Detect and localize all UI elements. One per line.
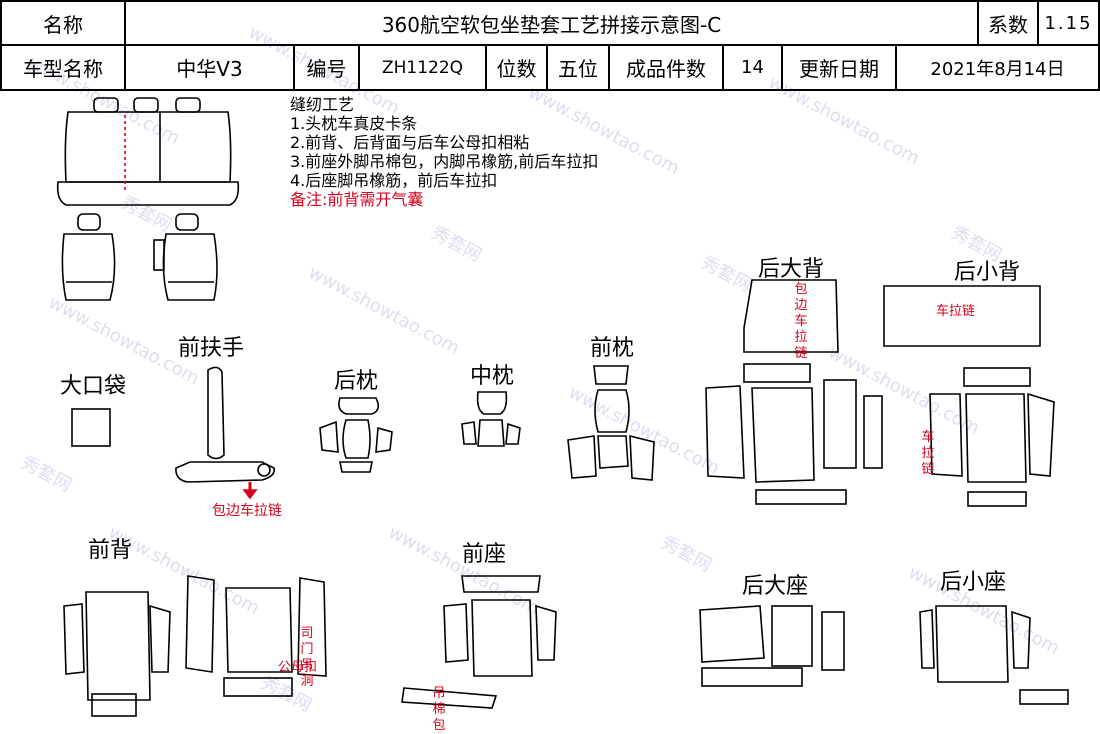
code-label: 编号 — [306, 57, 347, 81]
code-value: ZH1122Q — [381, 57, 464, 78]
rear-small-back-piece — [883, 285, 1055, 507]
name-label: 名称 — [43, 12, 83, 37]
small-back-zip-note: 车拉链 — [936, 304, 976, 319]
table-border — [977, 0, 979, 45]
mid-pillow-piece — [461, 391, 521, 447]
rear-small-back-label: 后小背 — [954, 260, 1021, 285]
table-border — [781, 45, 783, 90]
coef-value: 1.15 — [1044, 12, 1093, 34]
rear-pillow-piece — [319, 397, 393, 473]
table-border — [1098, 0, 1100, 90]
table-border — [0, 0, 1100, 2]
front-back-label: 前背 — [88, 538, 133, 563]
table-border — [124, 0, 126, 90]
notes-item: 2.前背、后背面与后车公母扣相粘 — [290, 133, 530, 152]
front-back-piece — [63, 575, 327, 717]
big-pocket-label: 大口袋 — [60, 374, 127, 399]
notes-item: 1.头枕车真皮卡条 — [290, 114, 418, 133]
table-border — [608, 45, 610, 90]
armrest-note: 包边车拉链 — [212, 503, 282, 519]
table-border — [0, 89, 1100, 91]
date-value: 2021年8月14日 — [930, 58, 1065, 80]
front-back-snap-note: 公母扣 — [278, 660, 318, 675]
notes-remark: 备注:前背需开气囊 — [290, 190, 424, 209]
page-title: 360航空软包坐垫套工艺拼接示意图-C — [381, 12, 722, 37]
model-value: 中华V3 — [176, 57, 243, 81]
table-border — [895, 45, 897, 90]
notes-item: 4.后座脚吊橡筋，前后车拉扣 — [290, 171, 498, 190]
front-seat-icon — [61, 213, 218, 301]
pieces-label: 成品件数 — [626, 57, 706, 81]
big-pocket-piece — [71, 408, 111, 447]
table-border — [546, 45, 548, 90]
rear-big-seat-label: 后大座 — [742, 574, 809, 599]
front-seat-piece — [401, 575, 557, 709]
pieces-value: 14 — [741, 57, 764, 78]
big-back-note: 包边车拉链 — [794, 282, 808, 361]
coef-label: 系数 — [988, 12, 1028, 37]
front-back-hole-note: 司门吊洞 — [300, 626, 314, 689]
rear-small-seat-label: 后小座 — [940, 570, 1007, 595]
rear-bench-icon — [56, 97, 240, 206]
small-back-zip-note: 车拉链 — [921, 430, 935, 477]
table-border — [0, 0, 2, 90]
sewing-notes: 缝纫工艺 1.头枕车真皮卡条 2.前背、后背面与后车公母扣相粘 3.前座外脚吊棉… — [290, 95, 598, 209]
front-seat-label: 前座 — [462, 542, 507, 567]
date-label: 更新日期 — [799, 57, 879, 81]
notes-heading: 缝纫工艺 — [290, 95, 355, 114]
front-armrest-piece — [175, 366, 276, 483]
mid-pillow-label: 中枕 — [470, 364, 515, 389]
rear-small-seat-piece — [919, 605, 1069, 705]
table-border — [485, 45, 487, 90]
rear-big-seat-piece — [699, 605, 845, 687]
front-armrest-label: 前扶手 — [178, 336, 245, 361]
front-pillow-label: 前枕 — [590, 336, 635, 361]
table-border — [293, 45, 295, 90]
seats-label: 位数 — [496, 57, 537, 81]
model-label: 车型名称 — [23, 57, 103, 81]
front-seat-note: 吊棉包 — [432, 686, 446, 733]
notes-item: 3.前座外脚吊棉包，内脚吊橡筋,前后车拉扣 — [290, 152, 599, 171]
rear-big-back-label: 后大背 — [758, 257, 825, 282]
seats-value: 五位 — [558, 57, 598, 81]
table-border — [1037, 0, 1039, 45]
table-border — [722, 45, 724, 90]
table-border — [0, 44, 1100, 46]
rear-big-back-piece — [705, 279, 883, 505]
front-pillow-piece — [567, 365, 655, 481]
rear-pillow-label: 后枕 — [334, 369, 379, 394]
table-border — [358, 45, 360, 90]
